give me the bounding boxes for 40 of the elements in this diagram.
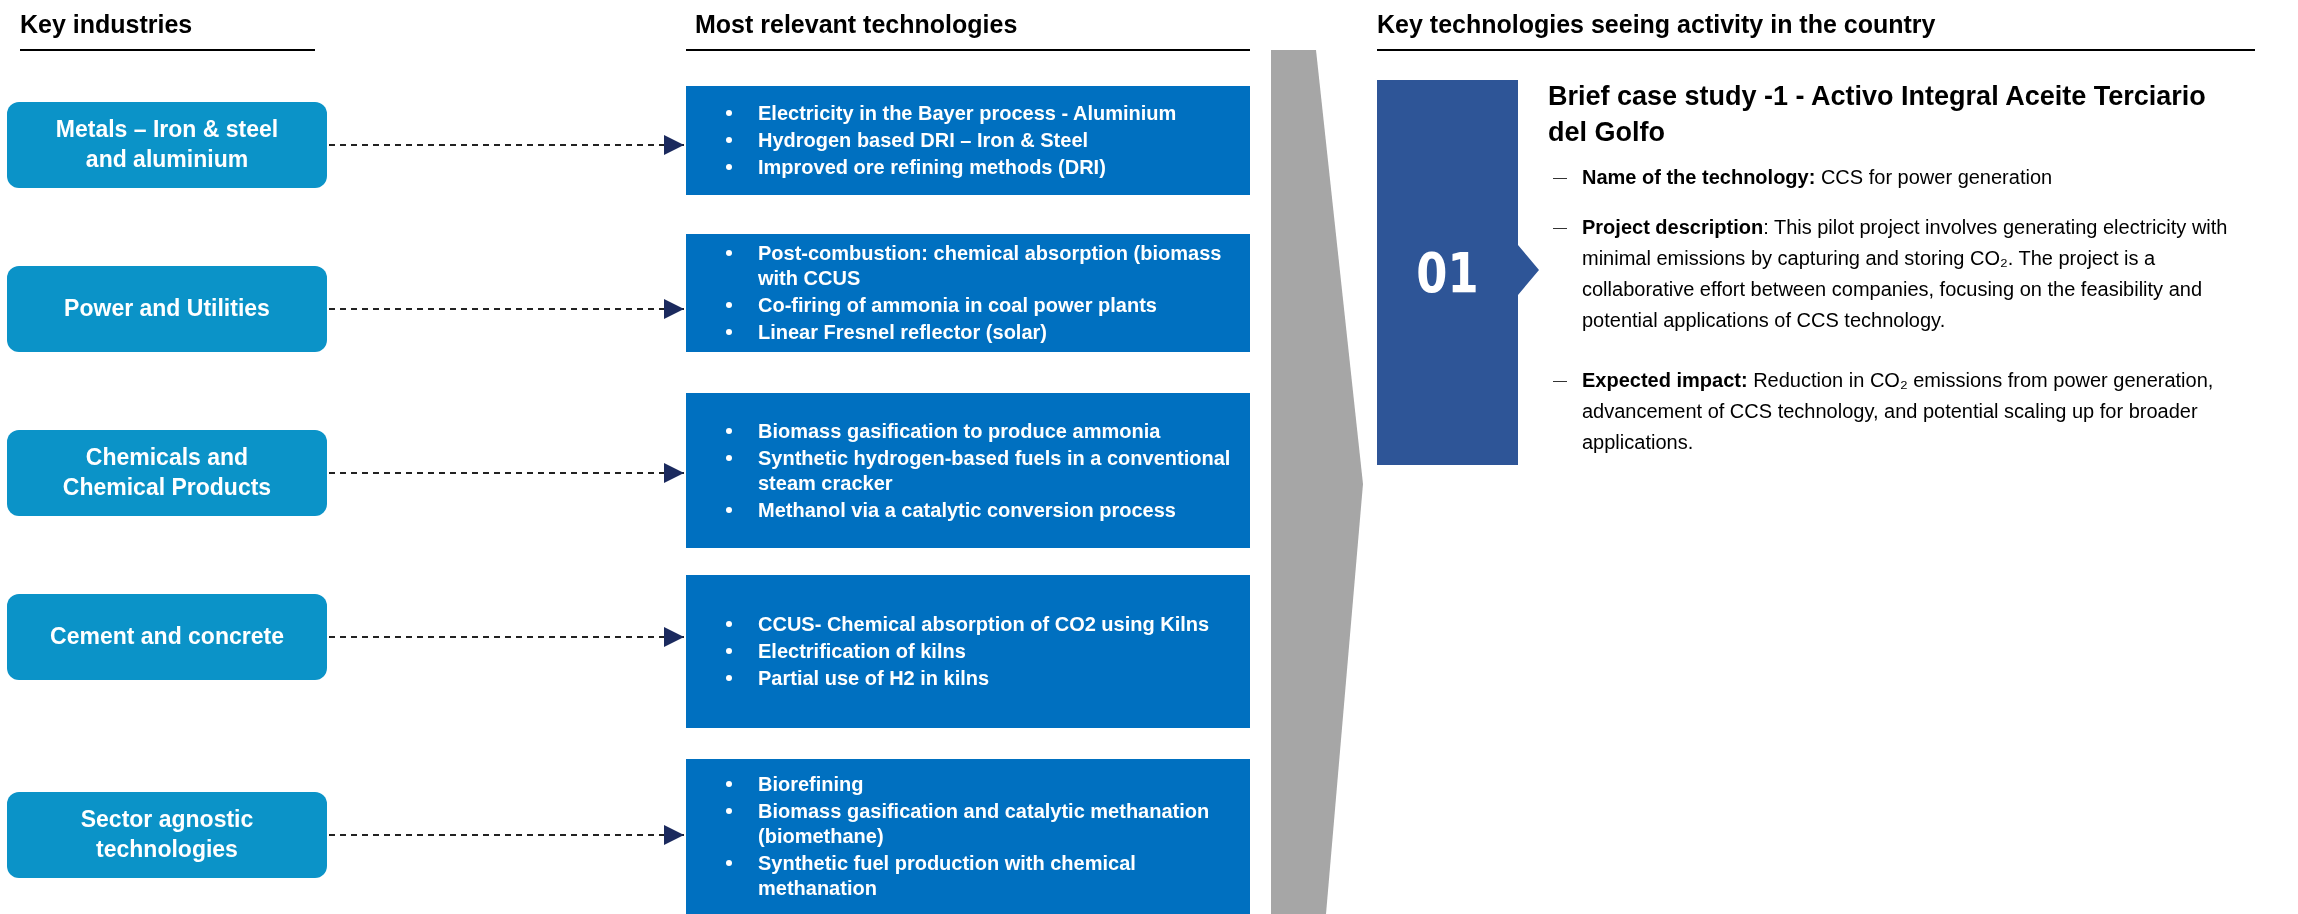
technology-item: Biomass gasification to produce ammonia — [758, 419, 1161, 442]
technology-item: Hydrogen based DRI – Iron & Steel — [758, 129, 1089, 151]
dashed-arrow — [328, 463, 685, 483]
technology-item: Partial use of H2 in kilns — [758, 667, 990, 689]
technology-item: Biorefining — [758, 773, 864, 795]
technology-panel — [686, 759, 1250, 914]
technology-item: Linear Fresnel reflector (solar) — [758, 321, 1047, 343]
technology-panel — [686, 86, 1250, 195]
number-label: 01 — [1415, 240, 1480, 305]
technology-item: Electricity in the Bayer process - Aluminium — [758, 102, 1177, 124]
technology-item: Electrification of kilns — [758, 640, 966, 662]
technology-item: CCUS- Chemical absorption of CO2 using Kilns — [758, 613, 1210, 635]
column-heading: Key technologies seeing activity in the country — [1377, 10, 1936, 39]
industry-box: Chemicals and Chemical Products — [7, 430, 327, 516]
case-study-point: Name of the technology: CCS for power generation — [1582, 165, 2054, 190]
column-heading: Most relevant technologies — [695, 10, 1018, 39]
case-study-point: Project description: This pilot project involves generating electricity with minimal emissions by capturing and storing CO₂. The project is a collaborative effort between companies, focusing on the feasibility and potential applications of CCS technology. — [1582, 215, 2229, 333]
dashed-arrow — [328, 299, 685, 319]
industry-box: Metals – Iron & steel and aluminium — [7, 102, 327, 188]
case-study-title: Brief case study -1 - Activo Integral Aceite Terciario del Golfo — [1548, 80, 2207, 150]
dashed-arrow — [328, 825, 685, 845]
technology-panel — [686, 234, 1250, 352]
technology-item: Synthetic hydrogen-based fuels in a conventional steam cracker — [758, 446, 1231, 494]
technology-item: Synthetic fuel production with chemical methanation — [758, 852, 1136, 899]
dashed-arrow — [328, 627, 685, 647]
technology-item: Methanol via a catalytic conversion process — [758, 498, 1176, 521]
technology-item: Biomass gasification and catalytic methanation (biomethane) — [758, 800, 1210, 847]
chevron-band — [1271, 50, 1364, 914]
technology-item: Post-combustion: chemical absorption (biomass with CCUS — [758, 242, 1222, 289]
industry-box: Sector agnostic technologies — [7, 792, 327, 878]
technology-item: Co-firing of ammonia in coal power plants — [758, 294, 1157, 316]
technology-panel — [686, 575, 1250, 728]
industry-box: Power and Utilities — [7, 266, 327, 352]
column-heading: Key industries — [20, 10, 193, 39]
industry-box: Cement and concrete — [7, 594, 327, 680]
technology-item: Improved ore refining methods (DRI) — [758, 156, 1106, 178]
number-tab — [1377, 80, 1539, 465]
case-study-point: Expected impact: Reduction in CO₂ emissions from power generation, advancement of CCS technology, and potential scaling up for broader applications. — [1582, 368, 2215, 455]
technology-panel — [686, 393, 1250, 548]
dashed-arrow — [328, 135, 685, 155]
